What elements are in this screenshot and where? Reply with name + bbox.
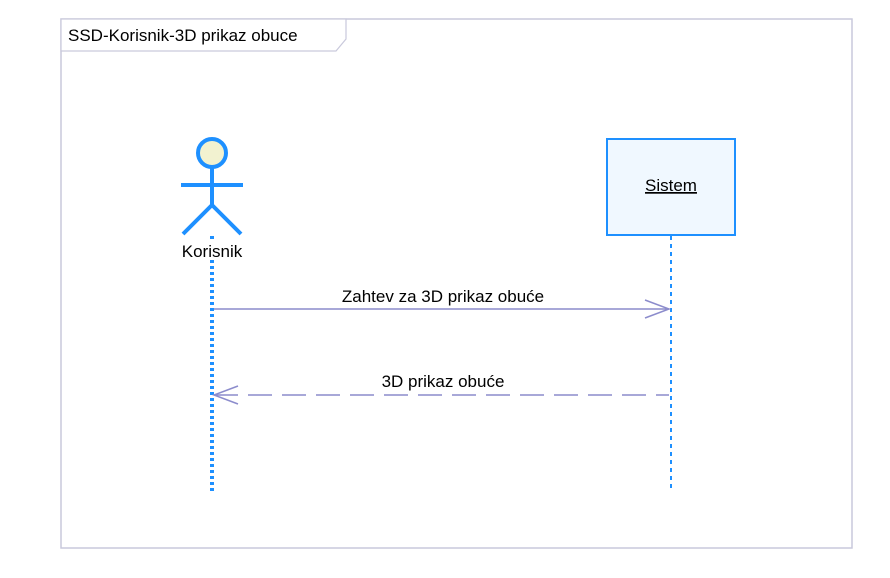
actor-left-leg	[181, 203, 214, 236]
message-request: Zahtev za 3D prikaz obuće	[214, 287, 672, 319]
message-request-label: Zahtev za 3D prikaz obuće	[342, 287, 544, 306]
actor-korisnik: Korisnik	[176, 137, 248, 492]
message-request-arrowhead-icon	[644, 299, 672, 319]
message-return-label: 3D prikaz obuće	[382, 372, 505, 391]
actor-right-leg	[210, 203, 243, 236]
object-label: Sistem	[645, 176, 697, 195]
message-return: 3D prikaz obuće	[211, 372, 669, 405]
message-return-arrowhead-icon	[211, 385, 239, 405]
frame-title: SSD-Korisnik-3D prikaz obuce	[68, 26, 298, 45]
actor-label-background	[176, 242, 248, 260]
object-box	[606, 138, 736, 236]
object-sistem: Sistem	[606, 138, 736, 492]
actor-label: Korisnik	[182, 242, 243, 261]
actor-head	[196, 137, 228, 169]
actor-stick-figure-icon	[181, 137, 243, 236]
frame-title-tab	[60, 18, 347, 52]
diagram-frame	[60, 18, 853, 549]
